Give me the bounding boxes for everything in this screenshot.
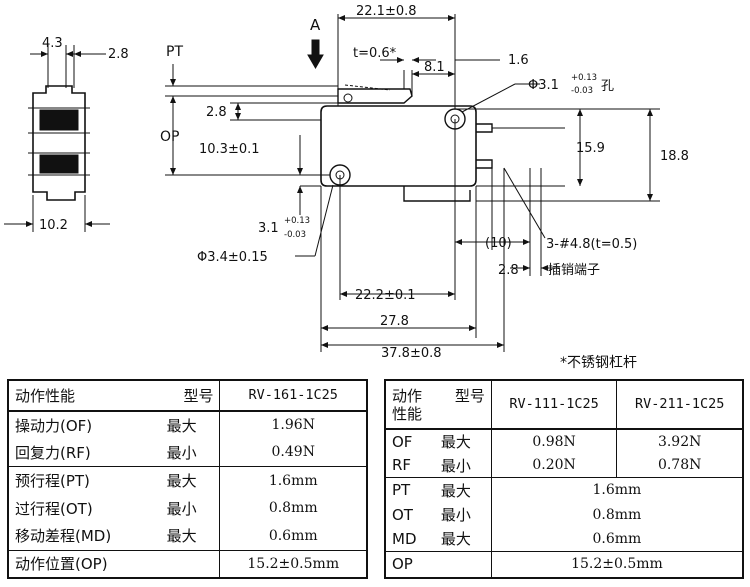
row-value: 1.6mm: [490, 477, 743, 503]
row-limit: 最大: [440, 481, 471, 500]
dim-27-8: 27.8: [380, 314, 409, 329]
dim-3-1-tol-upper: +0.13: [284, 216, 310, 226]
row-label: 回复力(RF): [15, 443, 91, 462]
dim-hole-tol-upper: +0.13: [571, 73, 597, 83]
row-value: 0.8mm: [219, 494, 367, 523]
header-performance-b: 性能: [392, 405, 423, 424]
op-label: OP: [160, 129, 179, 145]
dim-10-3: 10.3±0.1: [199, 142, 260, 157]
dim-3-4: Φ3.4±0.15: [197, 250, 268, 265]
terminal-spec: 3-#4.8(t=0.5): [546, 237, 637, 252]
row-code: OT: [392, 505, 413, 524]
row-value: 0.78N: [616, 453, 743, 478]
dim-t: t=0.6*: [353, 46, 397, 61]
dim-hole-suffix: 孔: [601, 79, 614, 94]
header-performance-cell: 动作 型号 性能: [385, 380, 491, 429]
row-code: OP: [392, 555, 413, 574]
row-value: 0.6mm: [490, 526, 743, 552]
row-limit: 最大: [440, 433, 471, 452]
row-code: MD: [392, 529, 417, 548]
row-value: 15.2±0.5mm: [490, 551, 743, 578]
header-performance-a: 动作: [392, 387, 423, 406]
row-limit: 最大: [166, 416, 197, 435]
side-view: [4, 45, 110, 232]
dim-4-3: 4.3: [42, 36, 63, 51]
dim-18-8: 18.8: [660, 149, 689, 164]
row-label: 移动差程(MD): [15, 527, 112, 546]
row-label: 过行程(OT): [15, 499, 93, 518]
header-model: 型号: [454, 387, 485, 406]
dim-3-1: 3.1: [258, 221, 279, 236]
row-code: OF: [392, 432, 413, 451]
spec-table-right: 动作 型号 性能 RV-111-1C25 RV-211-1C25 OF 最大 0…: [384, 379, 744, 579]
row-limit: 最小: [166, 499, 197, 518]
row-limit: 最小: [440, 456, 471, 475]
row-limit: 最大: [440, 530, 471, 549]
row-label: 预行程(PT): [15, 472, 90, 491]
row-value: 1.96N: [219, 410, 367, 439]
terminal-name: 插销端子: [548, 263, 600, 278]
dim-3-1-tol-lower: -0.03: [284, 230, 306, 240]
header-performance: 动作性能: [15, 386, 76, 405]
row-limit: [161, 550, 220, 578]
header-model-value: RV-161-1C25: [219, 380, 367, 411]
row-value: 1.6mm: [219, 466, 367, 495]
dim-2-8-side: 2.8: [108, 47, 129, 62]
row-value: 15.2±0.5mm: [219, 550, 367, 578]
row-limit: 最大: [166, 472, 197, 491]
pt-label: PT: [166, 44, 183, 60]
dim-2-8-left: 2.8: [206, 105, 227, 120]
dim-22-1: 22.1±0.8: [356, 4, 417, 19]
row-label: 操动力(OF): [15, 416, 93, 435]
arrow-a-label: A: [310, 16, 321, 34]
row-limit: 最小: [440, 506, 471, 525]
dim-hole: Φ3.1: [528, 78, 559, 93]
row-value: 0.6mm: [219, 522, 367, 551]
header-model-1: RV-111-1C25: [490, 380, 617, 429]
dim-8-1: 8.1: [424, 60, 445, 75]
dim-hole-tol-lower: -0.03: [571, 86, 593, 96]
row-limit: 最大: [166, 527, 197, 546]
header-model-2: RV-211-1C25: [616, 380, 743, 429]
header-model: 型号: [183, 386, 214, 405]
dim-2-8-bottom: 2.8: [498, 263, 519, 278]
spec-table-left: 动作性能 型号 RV-161-1C25 操动力(OF) 最大 1.96N 回复力…: [7, 379, 368, 579]
row-value: 0.98N: [490, 428, 617, 454]
row-value: 3.92N: [616, 428, 743, 454]
front-view: [165, 14, 660, 352]
dimension-labels: 4.3 2.8 10.2 A PT OP 22.1±0.8 t=0.6* 1.6…: [39, 4, 689, 361]
row-code: PT: [392, 481, 411, 500]
row-value: 0.8mm: [490, 502, 743, 527]
dim-15-9: 15.9: [576, 141, 605, 156]
dim-37-8: 37.8±0.8: [381, 346, 442, 361]
dim-1-6: 1.6: [508, 53, 529, 68]
row-value: 0.20N: [490, 453, 617, 478]
row-limit: 最小: [166, 443, 197, 462]
dim-22-2: 22.2±0.1: [355, 288, 416, 303]
material-note: *不锈钢杠杆: [560, 355, 637, 371]
dim-10: (10): [485, 236, 512, 251]
row-value: 0.49N: [219, 438, 367, 467]
dim-10-2: 10.2: [39, 218, 68, 233]
row-code: RF: [392, 456, 412, 475]
row-label: 动作位置(OP): [15, 555, 108, 574]
